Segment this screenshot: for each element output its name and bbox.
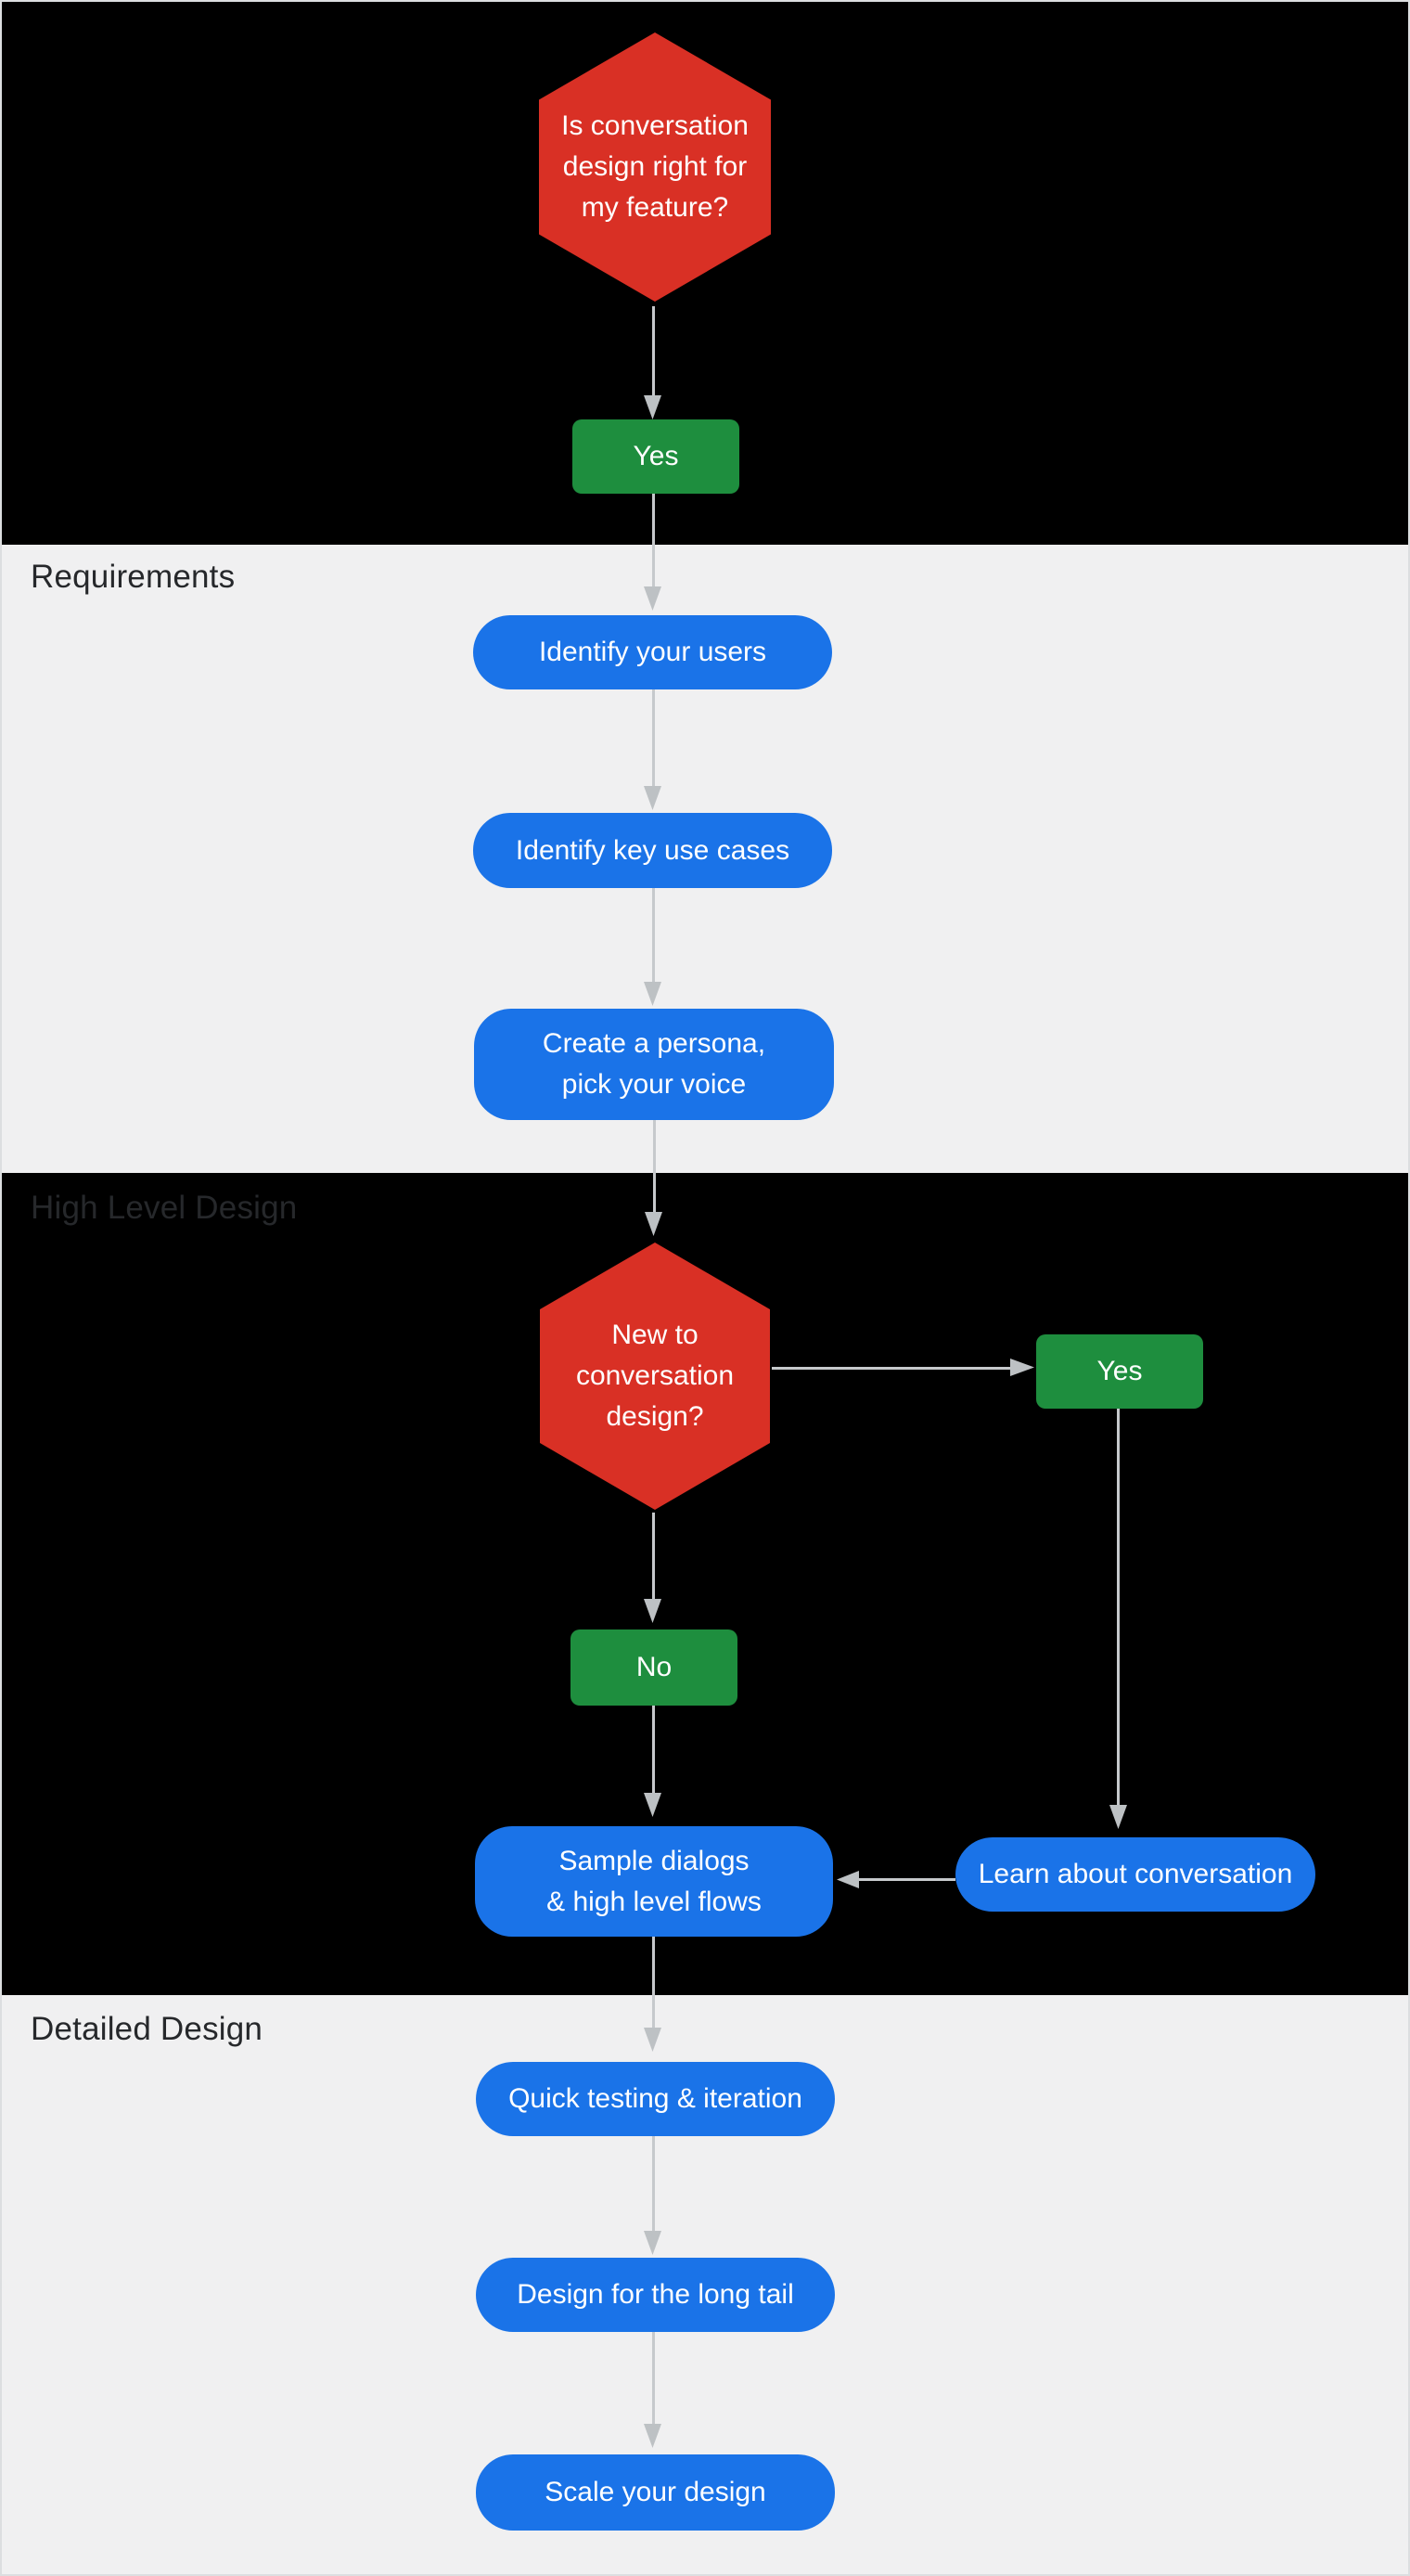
step-node-text-line: & high level flows (546, 1886, 762, 1917)
arrow-line-yes2-to-learn (1117, 1409, 1120, 1805)
step-node-text-line: Create a persona, (542, 1028, 766, 1059)
decision-node-text-line: Is conversation (561, 110, 749, 141)
arrow-line-use-cases-to-persona (652, 888, 655, 982)
arrow-line-persona-to-hex2 (653, 1120, 656, 1212)
answer-node-no: No (570, 1629, 737, 1706)
answer-node-yes-1: Yes (572, 419, 739, 494)
section-label-requirements: Requirements (31, 559, 236, 595)
arrow-line-hex2-to-no (652, 1513, 655, 1599)
section-label-high-level-design: High Level Design (31, 1190, 298, 1226)
decision-node-text-line: design? (606, 1401, 704, 1432)
decision-node-text-line: conversation (575, 1360, 735, 1391)
arrow-line-hex1-to-yes1 (652, 306, 655, 395)
arrow-line-hex2-to-yes2 (772, 1367, 1010, 1370)
arrow-line-quick-testing-to-long-tail (652, 2136, 655, 2231)
step-node-scale-design: Scale your design (476, 2454, 835, 2531)
arrow-line-learn-to-sample-dialogs (859, 1878, 955, 1881)
decision-node-text-line: my feature? (581, 192, 729, 223)
arrow-line-identify-users-to-use-cases (652, 689, 655, 786)
step-node-learn-about-conversation: Learn about conversation (955, 1837, 1315, 1912)
section-label-detailed-design: Detailed Design (31, 2011, 263, 2047)
decision-node-text-line: New to (611, 1320, 699, 1350)
step-node-text-line: pick your voice (561, 1069, 747, 1100)
step-node-create-persona: Create a persona, pick your voice (474, 1009, 834, 1120)
decision-node-text-line: design right for (562, 151, 748, 182)
step-node-identify-users: Identify your users (473, 615, 832, 689)
arrow-line-no-to-sample-dialogs (652, 1706, 655, 1793)
step-node-design-long-tail: Design for the long tail (476, 2258, 835, 2332)
answer-node-yes-2: Yes (1036, 1334, 1203, 1409)
step-node-quick-testing: Quick testing & iteration (476, 2062, 835, 2136)
step-node-sample-dialogs: Sample dialogs & high level flows (475, 1826, 833, 1937)
decision-node-right-for-feature: Is conversation design right for my feat… (539, 32, 771, 302)
step-node-identify-use-cases: Identify key use cases (473, 813, 832, 888)
arrow-line-long-tail-to-scale (652, 2332, 655, 2424)
arrow-line-sample-to-quick-testing (652, 1937, 655, 2028)
step-node-text-line: Sample dialogs (558, 1845, 750, 1876)
arrow-line-yes1-to-identify-users (652, 494, 655, 586)
